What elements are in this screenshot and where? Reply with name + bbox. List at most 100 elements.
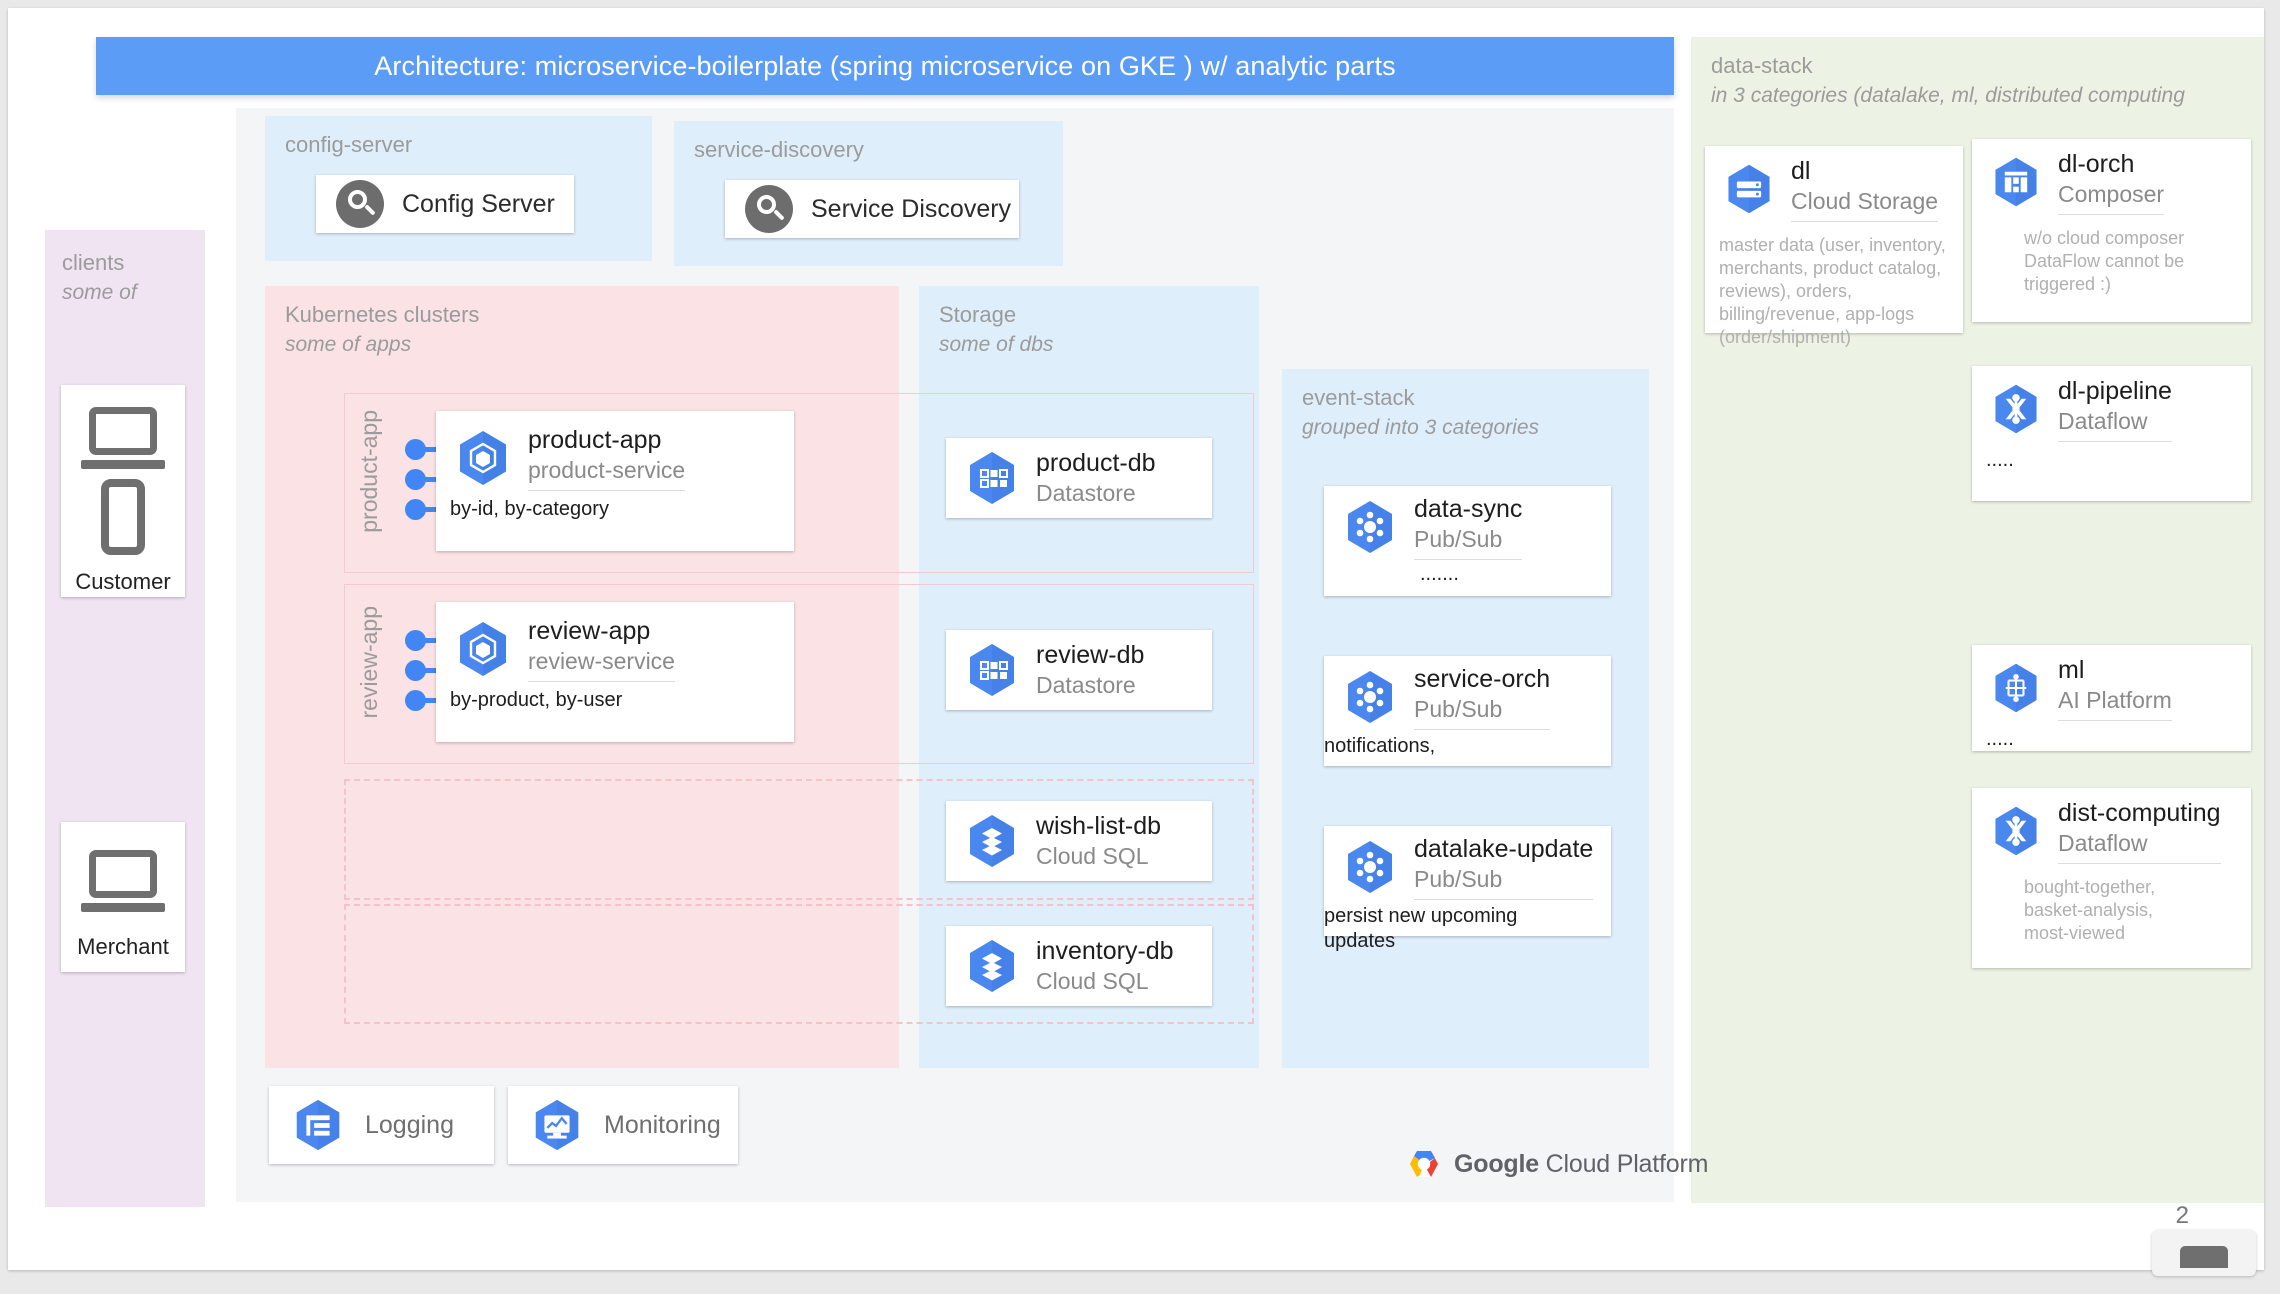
client-name: Merchant xyxy=(77,934,169,959)
storage-title: Storage xyxy=(939,302,1017,327)
db-card-product-db[interactable]: product-db Datastore xyxy=(946,438,1212,518)
gcp-cloud-platform-text: Cloud Platform xyxy=(1538,1149,1709,1178)
app-row-placeholder-1 xyxy=(344,779,1254,900)
data-card-ml[interactable]: ml AI Platform ..... xyxy=(1972,645,2251,751)
app-side-label-review: review-app xyxy=(356,606,382,719)
db-card-inventory-db[interactable]: inventory-db Cloud SQL xyxy=(946,926,1212,1006)
google-cloud-platform-logo: Google Cloud Platform xyxy=(1406,1148,1708,1180)
divider xyxy=(528,490,686,491)
app-service: review-service xyxy=(528,648,675,674)
data-stack-header: data-stack in 3 categories (datalake, ml… xyxy=(1711,51,2185,110)
divider xyxy=(2058,214,2165,215)
gcp-hex-icon xyxy=(1410,1151,1438,1177)
event-stack-header: event-stack grouped into 3 categories xyxy=(1302,383,1539,442)
dataflow-icon xyxy=(1988,803,2044,859)
app-row-product xyxy=(344,393,1254,573)
app-side-label-product: product-app xyxy=(356,410,382,533)
app-service: product-service xyxy=(528,457,686,483)
topic-card-service-orch[interactable]: service-orch Pub/Sub notifications, xyxy=(1324,656,1611,766)
topic-note: ....... xyxy=(1420,563,1459,585)
topic-service: Pub/Sub xyxy=(1414,866,1503,892)
data-card-dl-orch[interactable]: dl-orch Composer w/o cloud composer Data… xyxy=(1972,139,2251,322)
data-service: Dataflow xyxy=(2058,830,2148,856)
app-name: review-app xyxy=(528,617,651,645)
slide-title-bar: Architecture: microservice-boilerplate (… xyxy=(96,37,1674,95)
datastore-icon xyxy=(962,448,1022,508)
clients-header: clients some of xyxy=(62,248,137,307)
data-service: Cloud Storage xyxy=(1791,188,1939,214)
topic-card-data-sync[interactable]: data-sync Pub/Sub ....... xyxy=(1324,486,1611,596)
data-service: AI Platform xyxy=(2058,687,2172,713)
data-stack-subtitle: in 3 categories (datalake, ml, distribut… xyxy=(1711,84,2185,107)
service-discovery-label: Service Discovery xyxy=(811,194,1012,223)
data-note: w/o cloud composer DataFlow cannot be tr… xyxy=(2024,228,2185,294)
db-name: inventory-db xyxy=(1036,937,1174,965)
ai-platform-icon xyxy=(1988,660,2044,716)
topic-name: service-orch xyxy=(1414,665,1551,693)
cloudsql-icon xyxy=(962,936,1022,996)
slide-canvas: Architecture: microservice-boilerplate (… xyxy=(8,8,2264,1276)
db-card-review-db[interactable]: review-db Datastore xyxy=(946,630,1212,710)
data-card-dist-computing[interactable]: dist-computing Dataflow bought-together,… xyxy=(1972,788,2251,968)
clients-title: clients xyxy=(62,250,125,275)
app-card-product[interactable]: product-app product-service by-id, by-ca… xyxy=(436,411,794,551)
clients-group: clients some of Customer Merchant xyxy=(45,230,205,1207)
clients-subtitle: some of xyxy=(62,281,137,304)
app-name: product-app xyxy=(528,426,662,454)
topic-service: Pub/Sub xyxy=(1414,696,1503,722)
presentation-control-button[interactable] xyxy=(2152,1230,2256,1276)
config-server-group: config-server Config Server xyxy=(265,116,652,261)
topic-service: Pub/Sub xyxy=(1414,526,1503,552)
magnifier-icon xyxy=(745,185,793,233)
logging-icon xyxy=(289,1096,347,1154)
data-service: Composer xyxy=(2058,181,2165,207)
monitoring-card[interactable]: Monitoring xyxy=(508,1086,738,1164)
divider xyxy=(2058,441,2172,442)
data-name: ml xyxy=(2058,656,2085,684)
laptop-icon xyxy=(81,407,165,469)
data-name: dl-orch xyxy=(2058,150,2135,178)
app-note: by-product, by-user xyxy=(450,689,623,711)
pubsub-icon xyxy=(1340,497,1400,557)
event-stack-title: event-stack xyxy=(1302,385,1415,410)
divider xyxy=(1791,221,1939,222)
storage-subtitle: some of dbs xyxy=(939,333,1054,356)
phone-icon xyxy=(101,479,145,555)
logging-card[interactable]: Logging xyxy=(269,1086,494,1164)
data-note: ..... xyxy=(1986,449,2014,471)
composer-icon xyxy=(1988,154,2044,210)
datastore-icon xyxy=(962,640,1022,700)
dataflow-icon xyxy=(1988,381,2044,437)
config-server-card[interactable]: Config Server xyxy=(316,175,574,233)
data-name: dl-pipeline xyxy=(2058,377,2172,405)
data-note: ..... xyxy=(1986,728,2014,750)
divider xyxy=(2058,863,2221,864)
app-card-review[interactable]: review-app review-service by-product, by… xyxy=(436,602,794,742)
data-note: bought-together, basket-analysis, most-v… xyxy=(2024,877,2156,943)
db-name: review-db xyxy=(1036,641,1145,669)
service-discovery-group: service-discovery Service Discovery xyxy=(674,121,1063,266)
db-card-wish-list-db[interactable]: wish-list-db Cloud SQL xyxy=(946,801,1212,881)
pubsub-icon xyxy=(1340,667,1400,727)
config-server-title: config-server xyxy=(285,132,413,157)
kubernetes-subtitle: some of apps xyxy=(285,333,412,356)
data-card-dl-pipeline[interactable]: dl-pipeline Dataflow ..... xyxy=(1972,366,2251,501)
topic-note: persist new upcoming updates xyxy=(1324,905,1518,952)
client-card-merchant[interactable]: Merchant xyxy=(61,822,185,972)
monitoring-icon xyxy=(528,1096,586,1154)
event-stack-subtitle: grouped into 3 categories xyxy=(1302,416,1539,439)
service-discovery-title: service-discovery xyxy=(694,137,864,162)
kubernetes-header: Kubernetes clusters some of apps xyxy=(285,300,479,359)
db-service: Datastore xyxy=(1036,672,1136,698)
laptop-icon xyxy=(81,850,165,912)
db-service: Datastore xyxy=(1036,480,1136,506)
topic-card-datalake-update[interactable]: datalake-update Pub/Sub persist new upco… xyxy=(1324,826,1611,952)
service-discovery-card[interactable]: Service Discovery xyxy=(725,180,1019,238)
client-card-customer[interactable]: Customer xyxy=(61,385,185,597)
app-row-placeholder-2 xyxy=(344,904,1254,1024)
app-row-review xyxy=(344,584,1254,764)
data-service: Dataflow xyxy=(2058,408,2148,434)
data-note: master data (user, inventory, merchants,… xyxy=(1719,235,1946,347)
topic-name: datalake-update xyxy=(1414,835,1594,863)
data-card-dl[interactable]: dl Cloud Storage master data (user, inve… xyxy=(1705,146,1963,347)
